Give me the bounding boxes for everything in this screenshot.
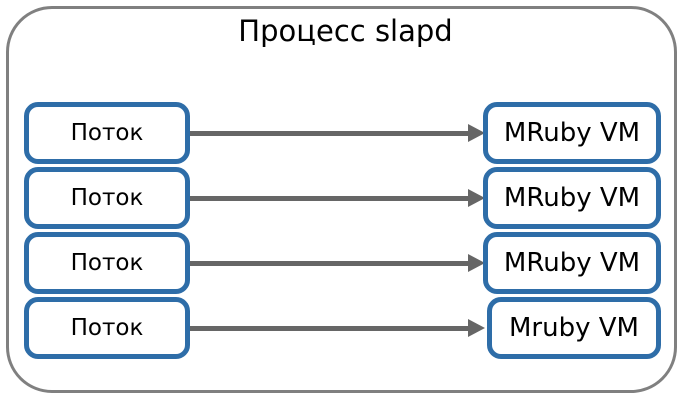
thread-node-label: Поток: [70, 185, 144, 211]
thread-node-label: Поток: [70, 250, 144, 276]
thread-node[interactable]: Поток: [24, 167, 190, 229]
mruby-vm-node-label: MRuby VM: [503, 118, 641, 148]
arrow-head: [468, 319, 485, 337]
mruby-vm-node-label: MRuby VM: [503, 183, 641, 213]
arrow-shaft: [190, 131, 470, 136]
arrow-shaft: [190, 196, 470, 201]
thread-node-label: Поток: [70, 120, 144, 146]
thread-node-label: Поток: [70, 315, 144, 341]
mruby-vm-node[interactable]: MRuby VM: [483, 167, 661, 229]
arrow-head: [468, 124, 485, 142]
arrow-right-icon: [190, 319, 485, 337]
thread-vm-row: Поток MRuby VM: [0, 102, 691, 164]
mruby-vm-node-label: MRuby VM: [503, 248, 641, 278]
mruby-vm-node[interactable]: Mruby VM: [487, 297, 661, 359]
mruby-vm-node[interactable]: MRuby VM: [483, 102, 661, 164]
arrow-right-icon: [190, 189, 485, 207]
thread-node[interactable]: Поток: [24, 232, 190, 294]
mruby-vm-node-label: Mruby VM: [509, 313, 639, 343]
thread-vm-row: Поток MRuby VM: [0, 232, 691, 294]
arrow-right-icon: [190, 124, 485, 142]
mruby-vm-node[interactable]: MRuby VM: [483, 232, 661, 294]
arrow-head: [468, 189, 485, 207]
arrow-right-icon: [190, 254, 485, 272]
thread-vm-row: Поток MRuby VM: [0, 167, 691, 229]
arrow-head: [468, 254, 485, 272]
process-title: Процесс slapd: [238, 14, 453, 48]
arrow-shaft: [190, 326, 470, 331]
thread-node[interactable]: Поток: [24, 102, 190, 164]
arrow-shaft: [190, 261, 470, 266]
thread-node[interactable]: Поток: [24, 297, 190, 359]
thread-vm-row: Поток Mruby VM: [0, 297, 691, 359]
